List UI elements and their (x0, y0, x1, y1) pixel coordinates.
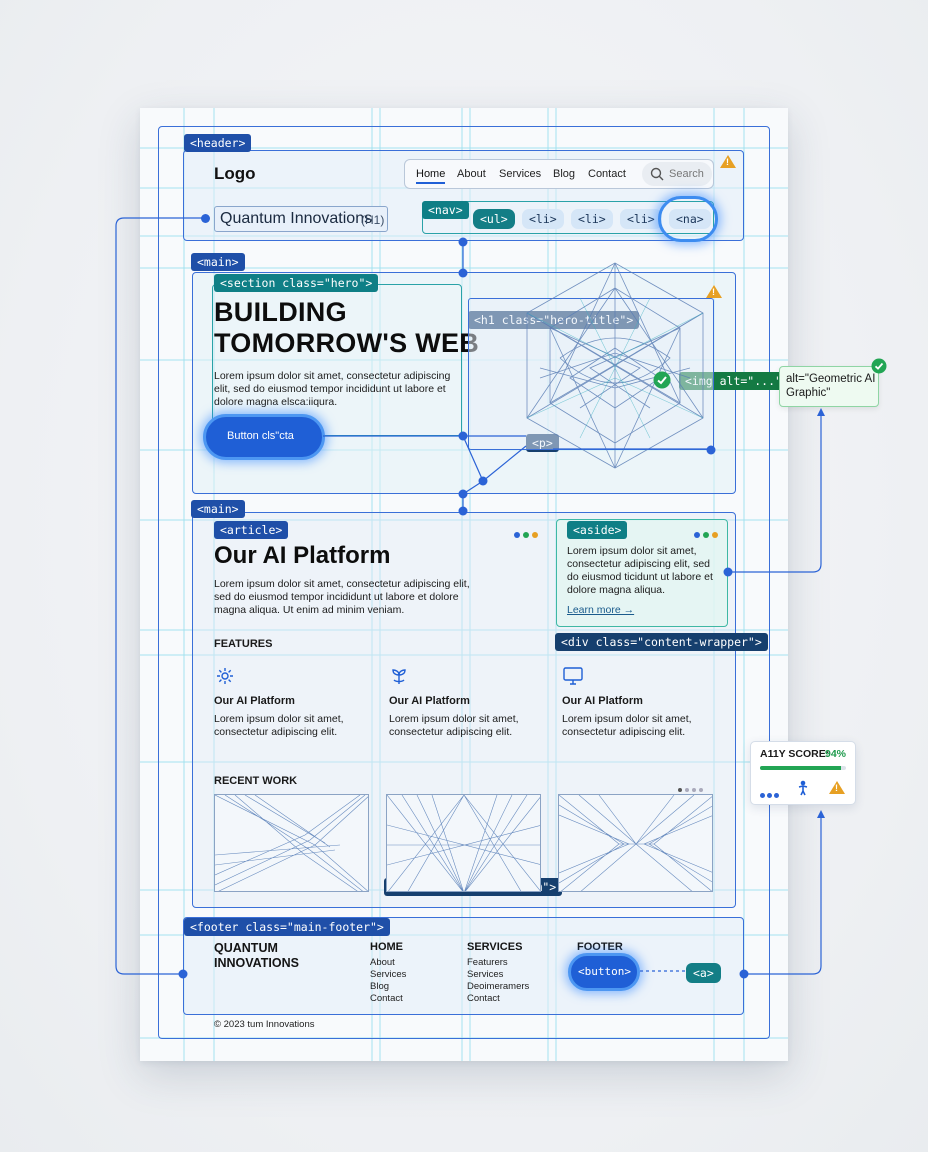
hero-title-line2: TOMORROW'S WEB (214, 328, 480, 358)
li-pill-2: <li> (571, 209, 613, 229)
footer-col2-link-4[interactable]: Contact (467, 993, 500, 1004)
nav-item-home[interactable]: Home (416, 168, 446, 184)
recent-work-thumb-2[interactable] (386, 794, 541, 892)
recent-work-thumb-1[interactable] (214, 794, 369, 892)
alt-callout-text: alt="Geometric AI Graphic" (786, 373, 876, 399)
aside-learn-more-link[interactable]: Learn more → (567, 604, 635, 616)
check-icon (653, 371, 671, 389)
na-highlight-ring (658, 196, 718, 242)
footer-button-tag: <button> (578, 965, 631, 978)
nav-item-contact[interactable]: Contact (588, 168, 626, 180)
brand-name: Quantum Innovations (220, 210, 373, 227)
main-tag-2: <main> (191, 500, 245, 518)
footer-a-tag[interactable]: <a> (686, 963, 721, 983)
article-title: Our AI Platform (214, 542, 391, 569)
brand-box (214, 206, 388, 232)
footer-col2-title: SERVICES (467, 941, 523, 953)
alt-callout (779, 366, 879, 407)
hero-title-line1: BUILDING (214, 297, 347, 327)
footer-col1-title: HOME (370, 941, 403, 953)
na-pill: <na> (669, 209, 711, 229)
ul-pill: <ul> (473, 209, 515, 229)
footer-col2-link-3[interactable]: Deoimeramers (467, 981, 530, 992)
hero-paragraph: Lorem ipsum dolor sit amet, consectetur … (214, 370, 451, 408)
feature-text-3: Lorem ipsum dolor sit amet, consectetur … (562, 713, 692, 738)
footer-button[interactable] (568, 953, 640, 991)
logo[interactable]: Logo (214, 164, 256, 183)
feature-title-3: Our AI Platform (562, 695, 643, 707)
feature-text-2: Lorem ipsum dolor sit amet, consectetur … (389, 713, 519, 738)
article-status-dots (514, 525, 538, 543)
header-warning-icon (720, 155, 736, 168)
feature-title-2: Our AI Platform (389, 695, 470, 707)
brand-h1-label: (H1) (361, 213, 385, 227)
brand-connector-dot (201, 214, 210, 223)
footer-tag: <footer class="main-footer"> (184, 918, 390, 936)
a11y-dots-icon (760, 785, 779, 803)
feature-title-1: Our AI Platform (214, 695, 295, 707)
callout-check-icon (871, 358, 887, 374)
a11y-score-value: 94% (825, 748, 847, 760)
article-tag: <article> (214, 521, 289, 539)
hero-warning-icon (706, 285, 722, 298)
li-pill-1: <li> (522, 209, 564, 229)
a11y-score-track (760, 766, 846, 770)
content-wrapper-tag: <div class="content-wrapper"> (555, 633, 768, 651)
footer-col3-title: FOOTER (577, 941, 623, 953)
footer-brand-line2: INNOVATIONS (214, 956, 299, 970)
nav-tag: <nav> (422, 201, 469, 219)
nav-item-about[interactable]: About (457, 168, 486, 180)
aside-status-dots (694, 525, 718, 543)
recent-work-heading: RECENT WORK (214, 775, 298, 787)
aside-paragraph: Lorem ipsum dolor sit amet, consectetur … (567, 545, 713, 596)
nav-item-services[interactable]: Services (499, 168, 542, 180)
sprout-icon (392, 669, 406, 684)
a11y-score-fill (760, 766, 841, 770)
monitor-icon (563, 667, 583, 685)
feature-text-1: Lorem ipsum dolor sit amet, consectetur … (214, 713, 344, 738)
search-input[interactable] (642, 162, 712, 186)
footer-col1-link-3[interactable]: Blog (370, 981, 390, 992)
cta-button-label: Button cls"cta (227, 430, 294, 442)
geometric-ai-graphic (526, 262, 704, 469)
li-pill-3: <li> (620, 209, 662, 229)
recent-work-thumb-3[interactable] (558, 794, 713, 892)
section-hero-tag: <section class="hero"> (214, 274, 379, 292)
footer-col2-link-2[interactable]: Services (467, 969, 504, 980)
footer-col1-link-4[interactable]: Contact (370, 993, 403, 1004)
footer-col2-link-1[interactable]: Featurers (467, 957, 508, 968)
nav-item-blog[interactable]: Blog (553, 168, 576, 180)
search-placeholder: Search (669, 168, 704, 180)
article-paragraph: Lorem ipsum dolor sit amet, consectetur … (214, 578, 470, 616)
carousel-dots[interactable] (678, 779, 703, 797)
footer-col1-link-1[interactable]: About (370, 957, 395, 968)
a11y-score-label: A11Y SCORE: (760, 748, 830, 760)
footer-brand-line1: QUANTUM (214, 941, 278, 955)
accessibility-person-icon (798, 780, 808, 796)
aside-tag: <aside> (567, 521, 628, 539)
gear-icon (217, 668, 233, 684)
features-heading: FEATURES (214, 638, 273, 650)
footer-copyright: © 2023 tum Innovations (214, 1019, 315, 1030)
footer-col1-link-2[interactable]: Services (370, 969, 407, 980)
main-tag-1: <main> (191, 253, 245, 271)
a11y-warning-icon (829, 781, 845, 794)
header-tag: <header> (184, 134, 252, 152)
search-icon (650, 167, 664, 181)
